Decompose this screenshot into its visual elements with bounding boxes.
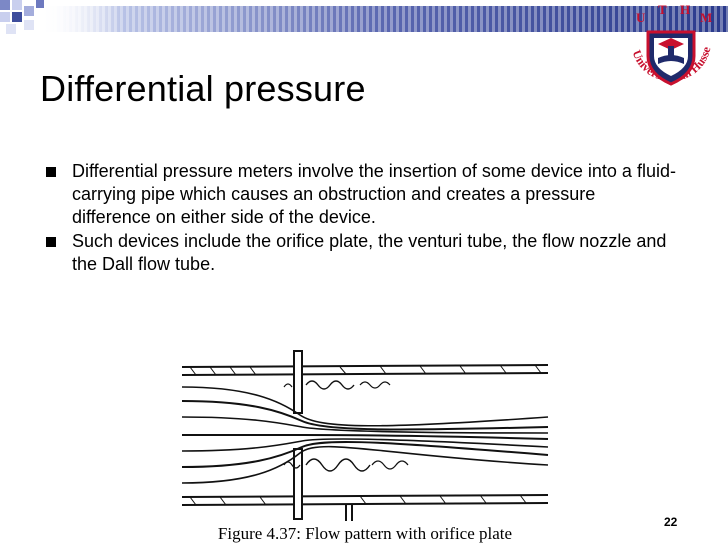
square-bullet-icon (46, 167, 56, 177)
bullet-text: Differential pressure meters involve the… (72, 161, 676, 227)
svg-text:M: M (700, 10, 712, 25)
uthm-logo: Universiti Tun Hussein Onn Malaysia U T … (614, 0, 714, 86)
bullet-list: Differential pressure meters involve the… (46, 160, 676, 277)
bullet-item: Differential pressure meters involve the… (46, 160, 676, 229)
svg-text:T: T (658, 2, 667, 17)
square-bullet-icon (46, 237, 56, 247)
top-decorative-band (0, 0, 728, 34)
slide-title: Differential pressure (40, 68, 366, 109)
page-number: 22 (664, 515, 678, 529)
bullet-item: Such devices include the orifice plate, … (46, 230, 676, 276)
orifice-flow-diagram (181, 350, 549, 521)
bullet-text: Such devices include the orifice plate, … (72, 231, 667, 274)
svg-text:H: H (680, 2, 690, 17)
figure-caption: Figure 4.37: Flow pattern with orifice p… (217, 524, 513, 543)
svg-text:U: U (636, 10, 646, 25)
